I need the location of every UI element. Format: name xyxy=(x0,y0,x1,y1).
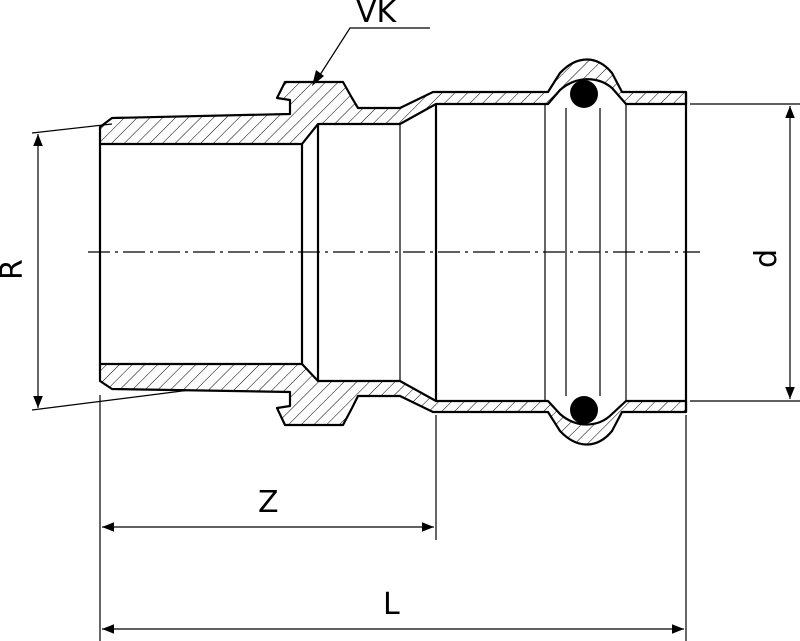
d-dimension xyxy=(690,103,800,402)
vk-leader xyxy=(312,27,430,86)
vk-label: VK xyxy=(356,0,398,30)
r-label: R xyxy=(0,259,30,280)
o-ring-seal-bottom xyxy=(570,396,598,424)
extension-lines xyxy=(99,395,687,641)
o-ring-seal-top xyxy=(570,80,598,108)
r-dimension xyxy=(31,123,191,411)
d-label: d xyxy=(749,249,784,268)
l-label: L xyxy=(383,587,400,622)
lower-thread-wall xyxy=(98,362,688,446)
upper-thread-wall xyxy=(98,58,688,146)
z-label: Z xyxy=(258,485,279,520)
